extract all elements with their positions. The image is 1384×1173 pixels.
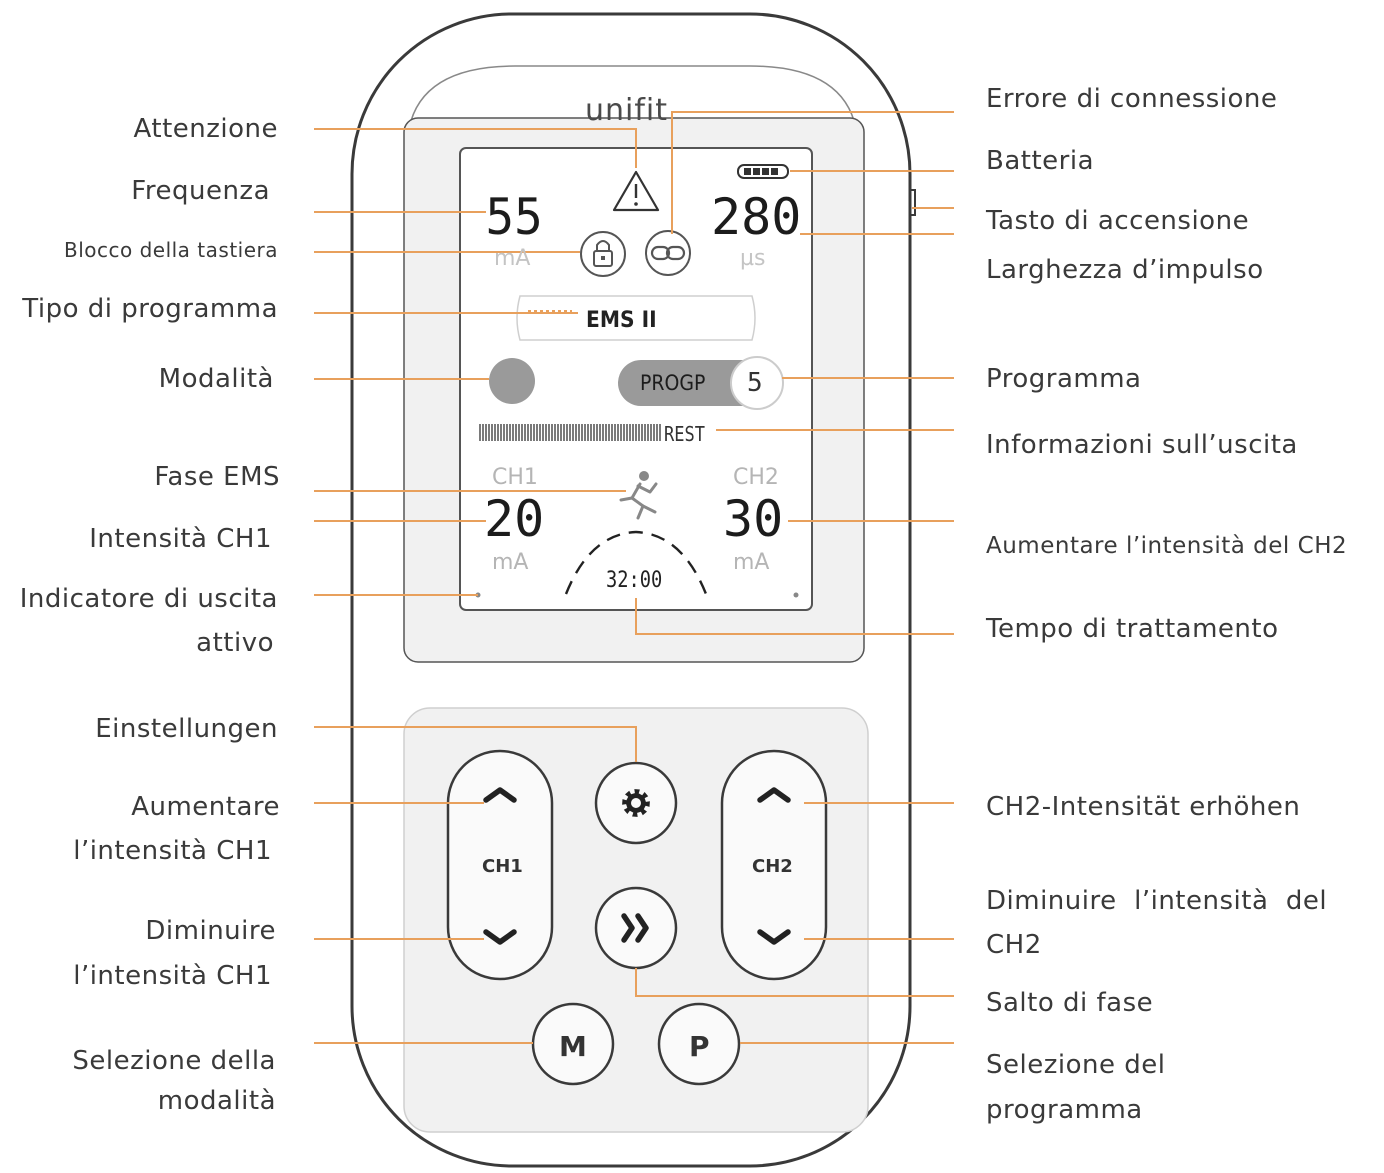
ch2-label: CH2: [733, 465, 779, 490]
program-button-label[interactable]: P: [689, 1030, 710, 1063]
frequency-unit: mA: [494, 246, 531, 271]
label-aumentare-ch1-2: l’intensità CH1: [73, 836, 272, 866]
ch2-unit: mA: [733, 550, 770, 575]
program-button: [657, 1002, 741, 1086]
label-tipo-programma: Tipo di programma: [22, 294, 278, 324]
ch2-up-icon: [757, 787, 791, 803]
active-output-dot-ch2: [793, 592, 799, 598]
label-modalita: Modalità: [158, 364, 274, 394]
battery-icon: [737, 164, 789, 179]
mode-button-label[interactable]: M: [559, 1030, 587, 1063]
ch1-button-label[interactable]: CH1: [482, 856, 523, 877]
mode-button: [531, 1002, 615, 1086]
warning-icon: [612, 170, 660, 212]
program-type-box: [516, 295, 756, 341]
label-indicatore-2: attivo: [196, 628, 274, 658]
label-diminuire-ch1-1: Diminuire: [145, 916, 276, 946]
top-bezel: [406, 65, 859, 151]
skip-icon: [621, 913, 649, 943]
ch1-unit: mA: [492, 550, 529, 575]
label-selezione-mod-2: modalità: [157, 1086, 276, 1116]
runner-icon: [619, 471, 658, 520]
program-tag: PROGP: [640, 371, 706, 395]
label-attenzione: Attenzione: [133, 114, 278, 144]
label-errore-connessione: Errore di connessione: [986, 84, 1278, 114]
frequency-value: 55: [485, 188, 543, 246]
label-aumentare-ch2: Aumentare l’intensità del CH2: [986, 533, 1348, 559]
output-tag: REST: [664, 422, 705, 446]
timer-arc: [564, 530, 708, 595]
label-diminuire-ch2-2: CH2: [986, 930, 1042, 960]
label-fase-ems: Fase EMS: [154, 462, 280, 492]
label-tempo-trattamento: Tempo di trattamento: [986, 614, 1279, 644]
label-aumentare-ch1-1: Aumentare: [131, 792, 280, 822]
link-icon: [645, 230, 691, 276]
ch1-label: CH1: [492, 465, 538, 490]
ch2-intensity-value: 30: [723, 490, 784, 548]
active-output-dot-ch1: [475, 592, 481, 598]
program-pill: [618, 360, 768, 406]
label-einstellungen: Einstellungen: [95, 714, 278, 744]
label-intensita-ch1: Intensità CH1: [89, 524, 272, 554]
program-number-ring: [730, 356, 784, 410]
ch1-up-icon: [483, 787, 517, 803]
label-batteria: Batteria: [986, 146, 1094, 176]
label-selezione-prog-1: Selezione del: [986, 1050, 1166, 1080]
phase-skip-button: [594, 886, 678, 970]
output-bar: [479, 424, 661, 441]
label-selezione-prog-2: programma: [986, 1095, 1143, 1125]
ch1-intensity-value: 20: [484, 490, 545, 548]
label-frequenza: Frequenza: [131, 176, 270, 206]
label-diminuire-ch2-1: Diminuire l’intensità del: [986, 886, 1328, 916]
label-salto-fase: Salto di fase: [986, 988, 1154, 1018]
pulse-width-unit: µs: [740, 246, 766, 271]
ch1-down-icon: [483, 929, 517, 945]
program-type-text: EMS II: [586, 308, 657, 333]
label-tasto-accensione: Tasto di accensione: [986, 206, 1250, 236]
label-indicatore-1: Indicatore di uscita: [19, 584, 278, 614]
brand-logo: unifit: [585, 93, 669, 128]
label-informazioni-uscita: Informazioni sull’uscita: [986, 430, 1298, 460]
label-larghezza-impulso: Larghezza d’impulso: [986, 255, 1264, 285]
mode-indicator: [489, 358, 535, 404]
label-diminuire-ch1-2: l’intensità CH1: [73, 961, 272, 991]
label-blocco-tastiera: Blocco della tastiera: [63, 238, 278, 262]
treatment-timer: 32:00: [606, 568, 663, 593]
pulse-width-value: 280: [711, 188, 802, 246]
lock-icon: [580, 231, 626, 277]
ch2-down-icon: [757, 929, 791, 945]
label-ch2-erhoehen: CH2-Intensität erhöhen: [986, 792, 1301, 822]
gear-icon: [622, 789, 650, 817]
label-programma: Programma: [986, 364, 1142, 394]
label-selezione-mod-1: Selezione della: [72, 1046, 276, 1076]
ch2-button-label[interactable]: CH2: [752, 856, 793, 877]
program-number: 5: [747, 368, 763, 398]
